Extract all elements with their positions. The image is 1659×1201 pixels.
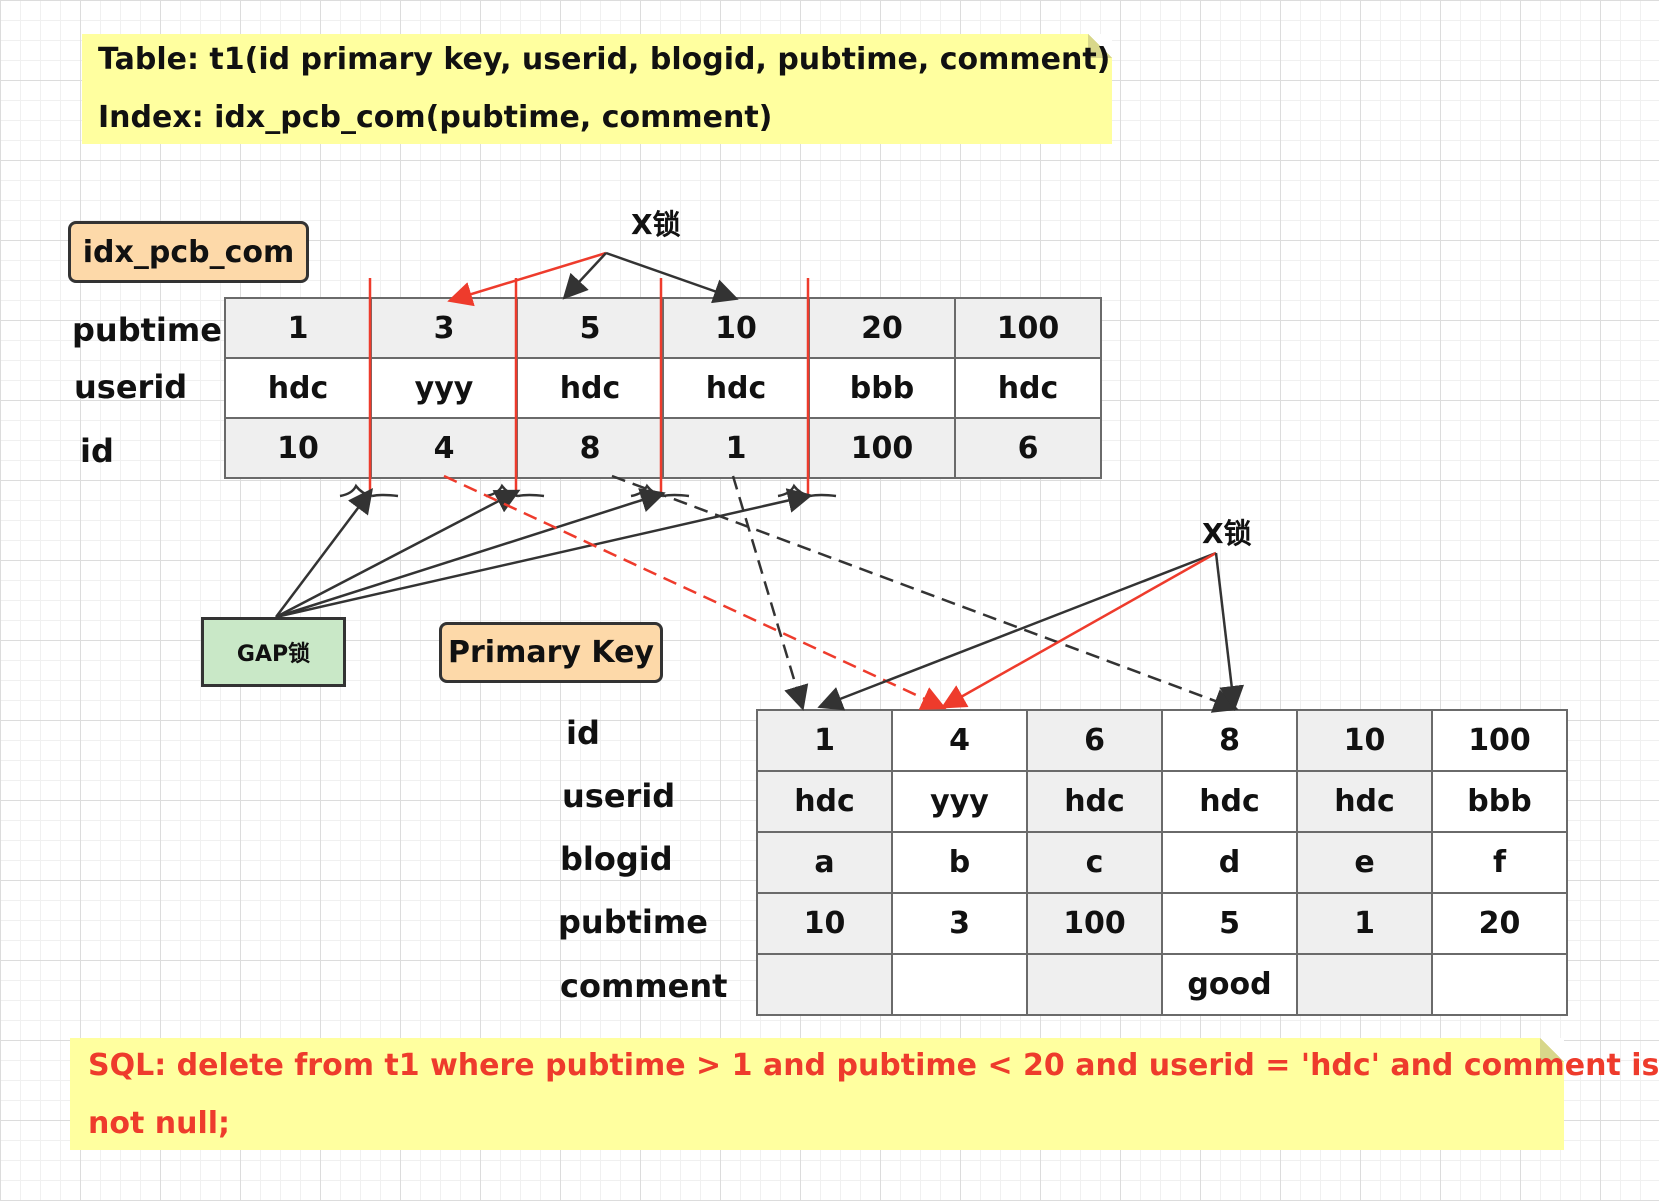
primary-cell: 10: [1296, 709, 1433, 772]
primary-cell: hdc: [1161, 770, 1298, 833]
index-cell: 100: [808, 417, 956, 479]
primary-cell: good: [1161, 953, 1298, 1016]
index-cell: hdc: [954, 357, 1102, 419]
index-row-label-pubtime: pubtime: [72, 311, 222, 349]
gap-lock-arrow-1: [275, 488, 374, 618]
index-cell: hdc: [516, 357, 664, 419]
primary-cell: e: [1296, 831, 1433, 894]
table-definition-text: Table: t1(id primary key, userid, blogid…: [98, 42, 1111, 77]
primary-cell: 4: [891, 709, 1028, 772]
gap-lock-box: GAP锁: [201, 617, 346, 687]
gap-brace-4: [777, 483, 811, 498]
gap-lock-arrow-3: [275, 488, 666, 619]
index-cell: 8: [516, 417, 664, 479]
gap-brace-2b: [517, 493, 545, 498]
x-lock-label-primary: X锁: [1202, 517, 1252, 550]
primary-cell: [891, 953, 1028, 1016]
x-lock-index-arrow-5: [562, 252, 607, 300]
primary-cell: [756, 953, 893, 1016]
gap-lock-arrow-2: [275, 489, 521, 619]
lookup-arrow-id8: [611, 474, 1239, 713]
lookup-arrow-id1: [731, 475, 809, 711]
primary-cell: yyy: [891, 770, 1028, 833]
gap-brace-1b: [371, 493, 399, 498]
x-lock-primary-arrow-red-4: [940, 551, 1217, 709]
primary-cell: 100: [1026, 892, 1163, 955]
primary-cell: hdc: [756, 770, 893, 833]
index-cell: 10: [224, 417, 372, 479]
gap-brace-4b: [809, 493, 837, 498]
info-note: Table: t1(id primary key, userid, blogid…: [82, 34, 1112, 144]
primary-cell: f: [1431, 831, 1568, 894]
x-lock-primary-arrow-8: [1214, 552, 1245, 711]
primary-cell: 20: [1431, 892, 1568, 955]
index-cell: 3: [370, 297, 518, 359]
primary-cell: d: [1161, 831, 1298, 894]
note-fold-corner: [1540, 1038, 1564, 1062]
index-cell: 4: [370, 417, 518, 479]
primary-row-label-userid: userid: [562, 777, 676, 815]
x-lock-index-arrow-10: [605, 251, 739, 304]
primary-cell: c: [1026, 831, 1163, 894]
lock-arrows-overlay: [275, 251, 1245, 713]
primary-row-label-pubtime: pubtime: [558, 903, 708, 941]
primary-cell: [1296, 953, 1433, 1016]
gap-brace-3: [630, 483, 664, 498]
primary-cell: [1026, 953, 1163, 1016]
index-cell: 6: [954, 417, 1102, 479]
primary-cell: hdc: [1026, 770, 1163, 833]
primary-cell: 8: [1161, 709, 1298, 772]
sql-note: SQL: delete from t1 where pubtime > 1 an…: [70, 1038, 1659, 1150]
index-cell: 20: [808, 297, 956, 359]
index-cell: hdc: [662, 357, 810, 419]
primary-cell: a: [756, 831, 893, 894]
sql-text-line-2: not null;: [88, 1106, 231, 1141]
index-cell: 5: [516, 297, 664, 359]
primary-row-label-blogid: blogid: [560, 840, 673, 878]
primary-key-table: 1 4 6 8 10 100 hdc yyy hdc hdc hdc bbb a…: [756, 709, 1568, 1016]
index-cell: 1: [224, 297, 372, 359]
primary-cell: bbb: [1431, 770, 1568, 833]
primary-cell: b: [891, 831, 1028, 894]
primary-cell: 1: [1296, 892, 1433, 955]
primary-cell: hdc: [1296, 770, 1433, 833]
x-lock-primary-arrow-1: [817, 551, 1217, 711]
primary-key-title-label: Primary Key: [439, 622, 663, 683]
primary-cell: 3: [891, 892, 1028, 955]
x-lock-index-arrow-red-3: [447, 251, 607, 307]
index-table: 1 3 5 10 20 100 hdc yyy hdc hdc bbb hdc …: [224, 297, 1102, 479]
index-row-label-userid: userid: [74, 368, 188, 406]
primary-row-label-id: id: [566, 714, 600, 752]
gap-brace-2: [485, 483, 519, 498]
index-title-label: idx_pcb_com: [68, 221, 309, 283]
sql-text-line-1: SQL: delete from t1 where pubtime > 1 an…: [88, 1048, 1659, 1083]
index-cell: 1: [662, 417, 810, 479]
primary-cell: 10: [756, 892, 893, 955]
gap-brace-3b: [662, 493, 690, 498]
index-cell: hdc: [224, 357, 372, 419]
primary-cell: 100: [1431, 709, 1568, 772]
index-cell: 10: [662, 297, 810, 359]
primary-cell: [1431, 953, 1568, 1016]
x-lock-label-index: X锁: [631, 208, 681, 241]
primary-cell: 1: [756, 709, 893, 772]
index-row-label-id: id: [80, 432, 114, 470]
note-fold-corner: [1088, 34, 1112, 58]
index-cell: yyy: [370, 357, 518, 419]
index-cell: 100: [954, 297, 1102, 359]
gap-lock-arrow-4: [275, 488, 813, 619]
index-definition-text: Index: idx_pcb_com(pubtime, comment): [98, 100, 773, 135]
gap-brace-1: [339, 483, 373, 498]
index-cell: bbb: [808, 357, 956, 419]
primary-cell: 6: [1026, 709, 1163, 772]
primary-row-label-comment: comment: [560, 967, 728, 1005]
primary-cell: 5: [1161, 892, 1298, 955]
